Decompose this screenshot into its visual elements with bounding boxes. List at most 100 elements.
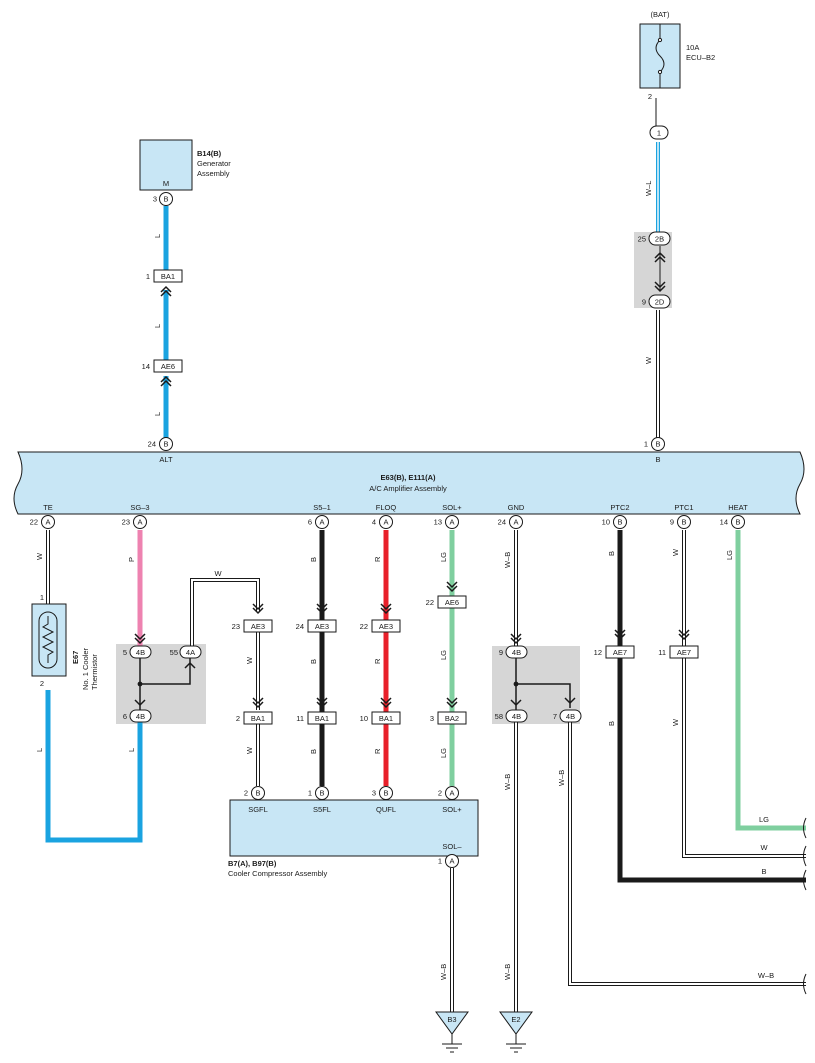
connector-ae3-b [307,619,337,633]
connector-j1 [649,125,669,140]
wire-label-l-therm: L [35,748,44,752]
connector-2b-num: 25 [638,235,646,244]
ground-b3-label: B3 [447,1015,456,1024]
wire-label-w-right: W [760,843,768,852]
connector-ba1-b-num: 11 [296,714,304,723]
svg-text:1: 1 [438,857,442,866]
fuse-rating: 10A [686,43,699,52]
connector-4b-5-id: 4B [136,648,145,657]
chevron-4b9-icon [510,633,522,645]
wire-label-w-te: W [35,552,44,560]
amplifier-bottom-pin-te: TE A 22 [30,503,55,529]
svg-text:9: 9 [670,518,674,527]
connector-ba1-c-id: BA1 [379,714,393,723]
chevron-ba1a-icon [252,697,264,709]
wire-label-w-sgfl-2: W [245,746,254,754]
svg-text:PTC2: PTC2 [610,503,629,512]
connector-ae3-c [371,619,401,633]
fuse-icon [655,24,665,88]
chevron-ae3c-icon [380,603,392,615]
amplifier-bottom-pin-heat: HEAT B 14 [720,503,748,529]
chevron-ba1-gen-icon [160,285,172,297]
amplifier-bottom-pin-ptc1: PTC1 B 9 [670,503,694,529]
wire-label-r-2: R [373,658,382,664]
svg-text:B: B [735,518,740,527]
svg-text:A: A [383,518,388,527]
svg-text:B: B [681,518,686,527]
battery-label: (BAT) [650,10,670,19]
connector-ae7-a-num: 12 [594,648,602,657]
svg-text:22: 22 [30,518,38,527]
connector-ae3-a-num: 23 [232,622,240,631]
connector-ba2-num: 3 [430,714,434,723]
wire-label-p: P [127,557,136,562]
connector-2d-id: 2D [655,298,665,307]
connector-ba1-a [243,711,273,725]
wire-label-w-ptc1-1: W [671,548,680,556]
wire-label-lg-sol-1: LG [439,552,448,562]
compressor-pin-sgfl: B 2 SGFL [244,786,268,814]
connector-4b-7-id: 4B [566,712,575,721]
generator-pin-conn: B [163,195,168,204]
svg-text:B: B [655,440,660,449]
connector-4b-58 [505,709,528,723]
connector-ba1-b [307,711,337,725]
generator-name2: Assembly [197,169,230,178]
connector-4b-9-num: 9 [499,648,503,657]
amplifier-bottom-pin-ptc2: PTC2 B 10 [602,503,630,529]
amplifier-name: A/C Amplifier Assembly [369,484,447,493]
chevron-ae7b-icon [678,629,690,641]
chevron-2b-icon [654,251,666,263]
chevron-ba2-icon [446,697,458,709]
connector-4b-9-id: 4B [512,648,521,657]
connector-ae3-b-id: AE3 [315,622,329,631]
connector-2b [648,231,671,246]
thermistor-code: E67 [71,651,80,664]
connector-j1-num: 1 [657,129,661,138]
connector-ae6-gen-id: AE6 [161,362,175,371]
amplifier-bottom-pin-sg3: SG–3 A 23 [122,503,150,529]
compressor-box [229,799,479,857]
connector-ae7-b [669,645,699,659]
splice-dot-right [513,681,519,687]
ground-b3-icon [435,1011,469,1053]
wire-label-wb-right: W–B [758,971,774,980]
connector-2d-num: 9 [642,298,646,307]
connector-ae7-a [605,645,635,659]
wire-label-w-loop: W [214,569,222,578]
svg-text:HEAT: HEAT [728,503,748,512]
wire-label-wb-gnd-4: W–B [503,964,512,980]
svg-text:B: B [383,789,388,798]
connector-ba1-gen [153,269,183,283]
connector-4b-5-num: 5 [123,648,127,657]
svg-text:QUFL: QUFL [376,805,396,814]
splice-dot-left [137,681,143,687]
chevron-ae6-gen-icon [160,375,172,387]
svg-text:A: A [449,857,454,866]
connector-4b-6-id: 4B [136,712,145,721]
connector-ae3-a-id: AE3 [251,622,265,631]
chevron-ba1b-icon [316,697,328,709]
amplifier-bottom-pin-solplus: SOL+ A 13 [434,503,462,529]
svg-text:A: A [45,518,50,527]
svg-text:SOL+: SOL+ [442,805,462,814]
svg-text:A: A [449,789,454,798]
generator-pin-circle [159,192,173,206]
amplifier-top-pin-b: B 1 B [644,437,665,464]
wire-label-r-1: R [373,556,382,562]
svg-text:S5FL: S5FL [313,805,331,814]
connector-ae7-b-num: 11 [658,648,666,657]
amplifier-top-pin-alt: B 24 ALT [148,437,173,464]
wire-label-b-s5-1: B [309,557,318,562]
svg-text:ALT: ALT [159,455,173,464]
svg-text:1: 1 [308,789,312,798]
connector-ba1-gen-id: BA1 [161,272,175,281]
svg-text:24: 24 [498,518,506,527]
connector-4b-7 [559,709,582,723]
wire-label-b-right: B [761,867,766,876]
wires [45,98,806,1012]
ground-e2-icon [499,1011,533,1053]
wire-label-l-gen-2: L [153,324,162,328]
thermistor-pin-top: 1 [40,593,44,602]
